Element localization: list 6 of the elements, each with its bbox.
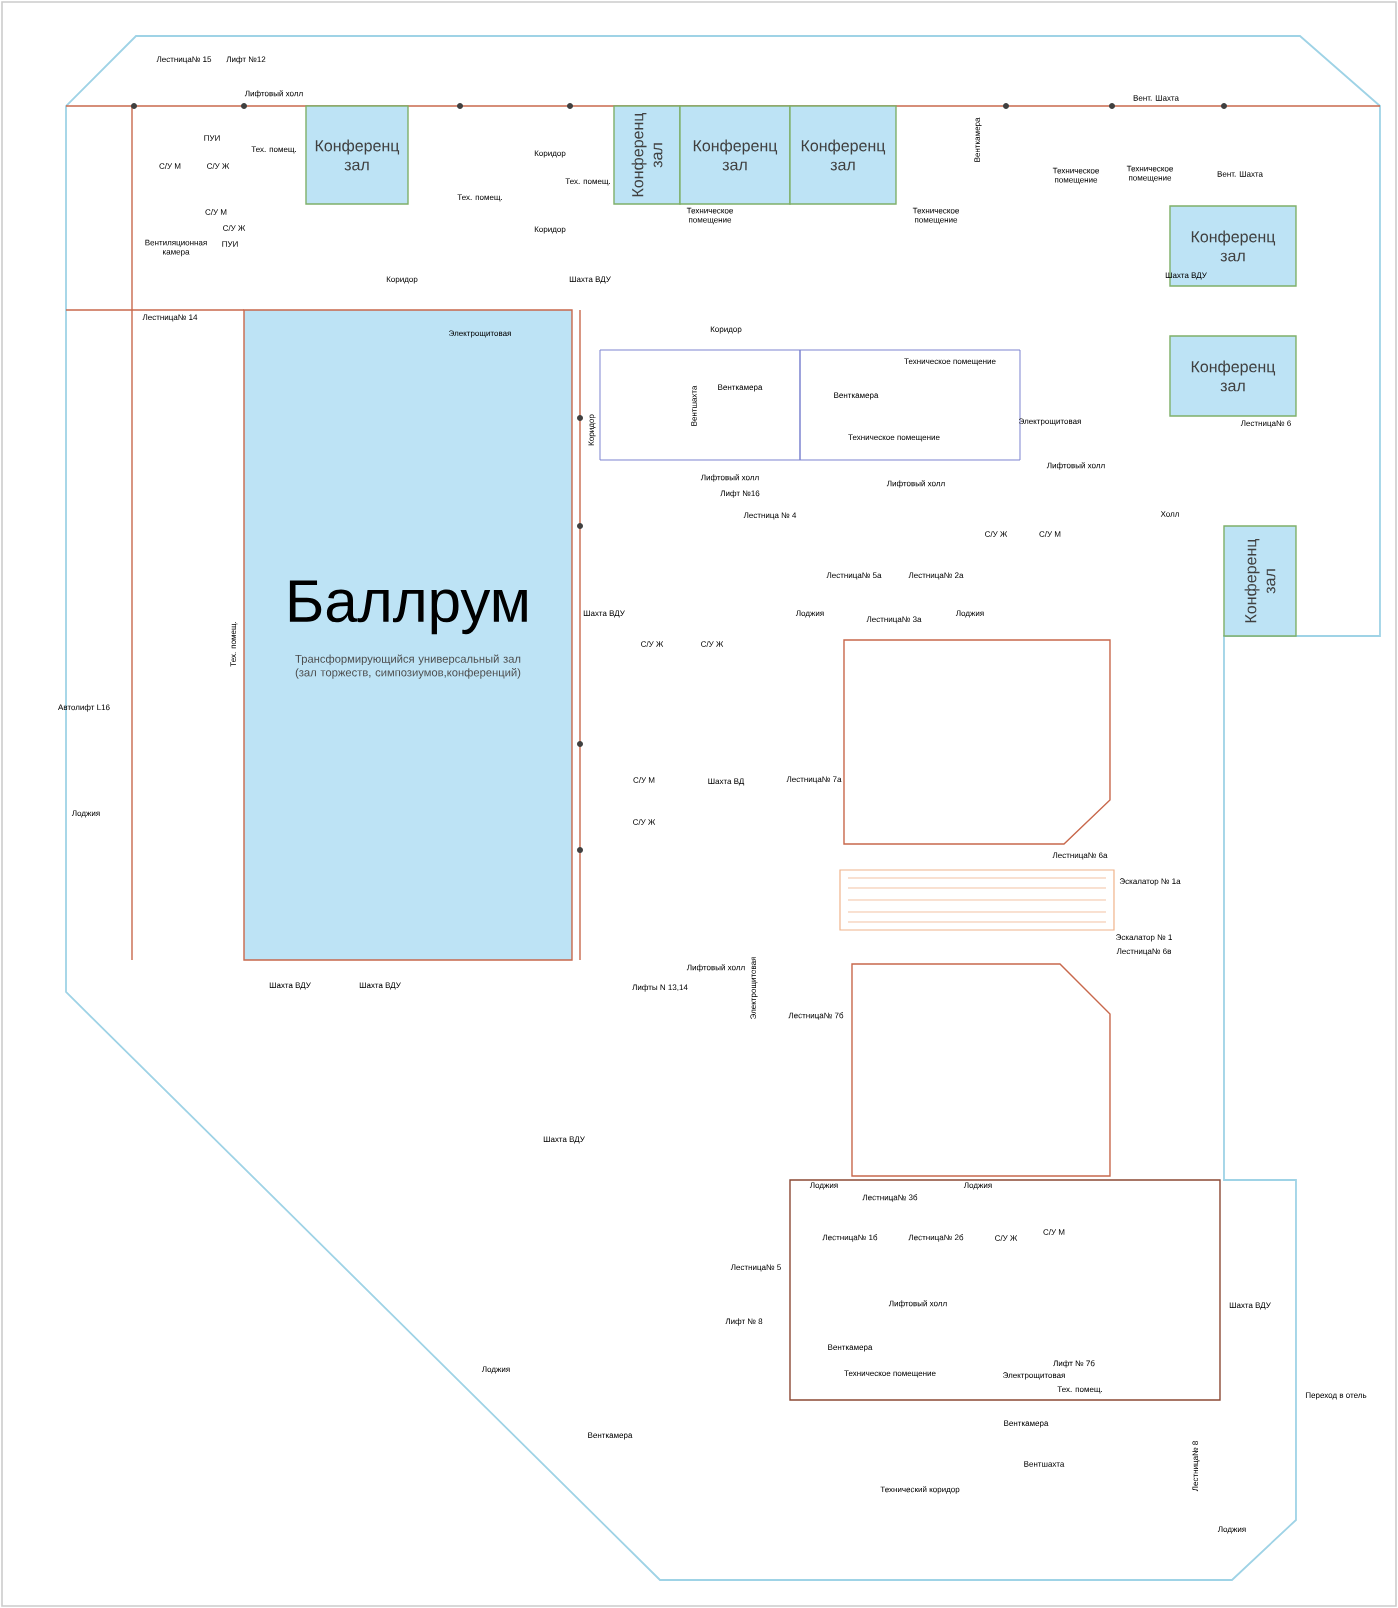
conference-room: Конференц зал — [679, 105, 791, 205]
conference-room: Конференц зал — [1169, 335, 1297, 417]
conference-room: Конференц зал — [1223, 525, 1297, 637]
conference-room: Конференц зал — [305, 105, 409, 205]
conference-room: Конференц зал — [613, 105, 681, 205]
conference-room: Конференц зал — [789, 105, 897, 205]
